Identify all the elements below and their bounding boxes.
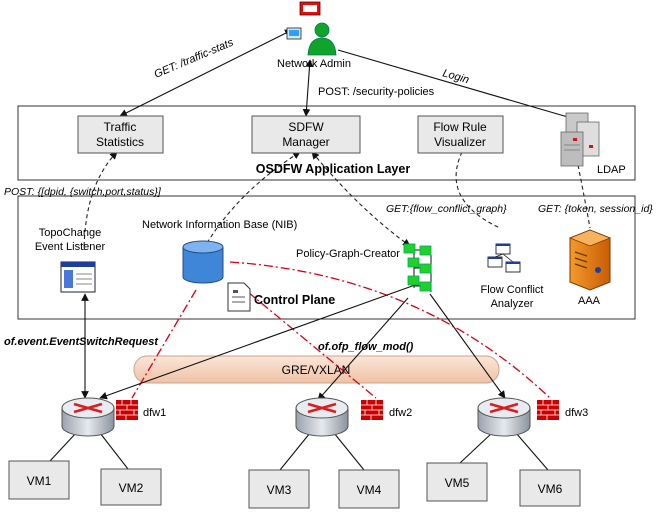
traffic-statistics-module[interactable]: Traffic Statistics [77,115,164,154]
nib-to-dfw2-line [247,291,377,399]
vm3[interactable]: VM3 [248,469,310,509]
firewall-icon [116,400,138,420]
tunnel-label: GRE/VXLAN [282,363,351,377]
network-admin[interactable]: Network Admin [277,1,351,70]
nib-database[interactable] [182,240,224,284]
sdfw-manager-module[interactable]: SDFW Manager [251,115,361,154]
aaa-server-icon [568,229,612,291]
ofp-flow-mod-label: of.ofp_flow_mod() [318,341,414,353]
server-stack-icon [560,112,600,167]
topo-listener-line2: Event Listener [35,241,106,253]
firewall-icon [361,400,383,420]
tree-diagram-icon [487,243,521,273]
topo-change-listener[interactable]: TopoChange Event Listener [35,227,106,293]
vm4-label: VM4 [357,483,382,497]
vm2[interactable]: VM2 [100,468,162,506]
get-traffic-stats-label: GET: /traffic-stats [152,36,235,80]
flow-conflict-analyzer[interactable]: Flow Conflict Analyzer [481,243,544,310]
flow-rule-visualizer-line2: Visualizer [434,135,486,149]
controller-to-dfw3-line [429,293,506,399]
vm5[interactable]: VM5 [426,462,488,502]
login-label: Login [441,67,470,86]
database-icon [182,240,224,284]
router-dfw2[interactable]: dfw2 [295,397,412,437]
firewall-icon [537,400,559,420]
window-icon [60,261,96,293]
gre-vxlan-tunnel: GRE/VXLAN [133,355,500,384]
router1-to-vm1-line [49,432,77,462]
control-plane-label-group: Control Plane [227,282,335,312]
router-dfw3[interactable]: dfw3 [477,397,588,437]
sdfw-manager-line2: Manager [282,135,329,149]
application-layer-title: OSDFW Application Layer [256,162,411,176]
vm5-label: VM5 [445,476,470,490]
dashed-links [83,151,591,251]
get-flow-conflict-graph-label: GET:{flow_conflict_graph} [386,203,507,215]
router3-to-vm5-line [459,432,493,464]
graph-nodes-icon [403,243,432,292]
traffic-to-listener-line [83,151,118,251]
nib-label: Network Information Base (NIB) [142,219,297,231]
vm4[interactable]: VM4 [338,469,400,509]
dfw1-label: dfw1 [143,407,166,419]
sdfw-to-policy-line [311,151,411,247]
dfw3-label: dfw3 [565,407,588,419]
vm1-label: VM1 [27,474,52,488]
router1-to-vm2-line [99,432,129,470]
dfw2-label: dfw2 [389,407,412,419]
document-icon [227,282,251,312]
policy-graph-creator-label: Policy-Graph-Creator [296,248,400,260]
traffic-statistics-line2: Statistics [96,135,144,149]
nib-to-dfw1-line [131,289,197,399]
event-switch-request-label: of.event.EventSwitchRequest [4,336,159,348]
get-token-session-label: GET: {token, session_id} [538,203,653,215]
router2-to-vm4-line [333,432,365,471]
admin-label: Network Admin [277,58,351,70]
aaa-server[interactable]: AAA [568,229,612,307]
flow-rule-visualizer-module[interactable]: Flow Rule Visualizer [417,115,504,154]
flow-conflict-analyzer-line2: Analyzer [491,298,534,310]
admin-person-icon [286,1,337,56]
router2-to-vm3-line [279,432,311,471]
nib-to-dfw3-line [229,261,551,399]
admin-to-traffic-line [119,29,293,117]
controller-to-dfw1-line [99,284,416,400]
ldap-to-aaa-line [577,164,591,229]
router-icon [295,397,349,437]
vm3-label: VM3 [267,483,292,497]
vm6[interactable]: VM6 [519,469,581,507]
aaa-label: AAA [578,295,601,307]
admin-to-sdfw-line [302,59,314,117]
router-icon [477,397,531,437]
nib-to-sdfw-line [206,151,301,244]
solid-links [49,29,579,471]
post-security-policies-label: POST: /security-policies [318,86,435,98]
flow-rule-visualizer-line1: Flow Rule [433,120,487,134]
vm2-label: VM2 [119,481,144,495]
control-plane-title: Control Plane [254,293,335,307]
router3-to-vm6-line [515,432,549,471]
visualizer-to-analyzer-line [455,151,501,229]
post-dpid-label: POST: {[dpid, {switch,port,status}] [4,186,162,198]
sdfw-manager-line1: SDFW [288,120,324,134]
traffic-statistics-line1: Traffic [104,120,137,134]
admin-to-ldap-line [337,49,579,122]
red-dashdot-links [131,261,551,399]
topo-listener-line1: TopoChange [39,227,101,239]
flow-conflict-analyzer-line1: Flow Conflict [481,284,544,296]
policy-graph-creator[interactable]: Policy-Graph-Creator [296,243,432,292]
router-icon [61,397,115,437]
controller-to-dfw2-line [317,297,409,401]
vm6-label: VM6 [538,482,563,496]
router-dfw1[interactable]: dfw1 [61,397,166,437]
vm1[interactable]: VM1 [8,460,70,500]
ldap-server[interactable]: LDAP [560,112,626,176]
ldap-label: LDAP [597,164,626,176]
